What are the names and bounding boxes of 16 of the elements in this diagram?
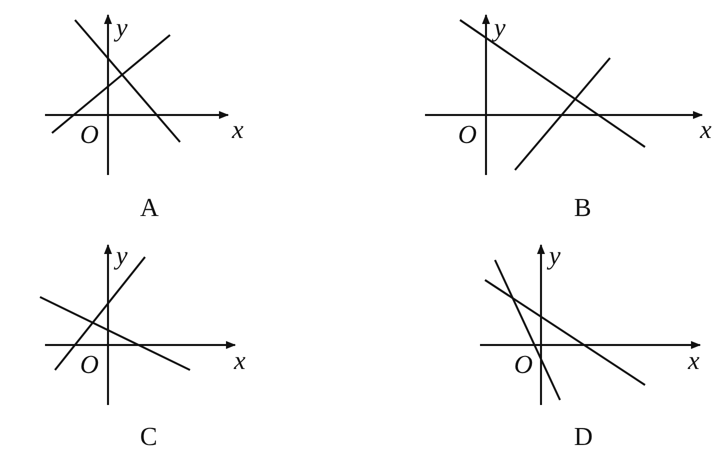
- option-label: C: [140, 424, 158, 450]
- origin-label: O: [458, 122, 477, 148]
- axis-label: x: [700, 117, 712, 143]
- axis-label: x: [234, 348, 246, 374]
- option-label: A: [140, 195, 159, 221]
- axis-label: y: [116, 15, 128, 41]
- axis-label: x: [232, 117, 244, 143]
- axis-label: y: [549, 243, 561, 269]
- option-label: D: [574, 424, 593, 450]
- axis-label: y: [494, 15, 506, 41]
- option-label: B: [574, 195, 592, 221]
- axis-label: x: [688, 348, 700, 374]
- origin-label: O: [80, 122, 99, 148]
- origin-label: O: [514, 352, 533, 378]
- origin-label: O: [80, 352, 99, 378]
- axis-label: y: [116, 243, 128, 269]
